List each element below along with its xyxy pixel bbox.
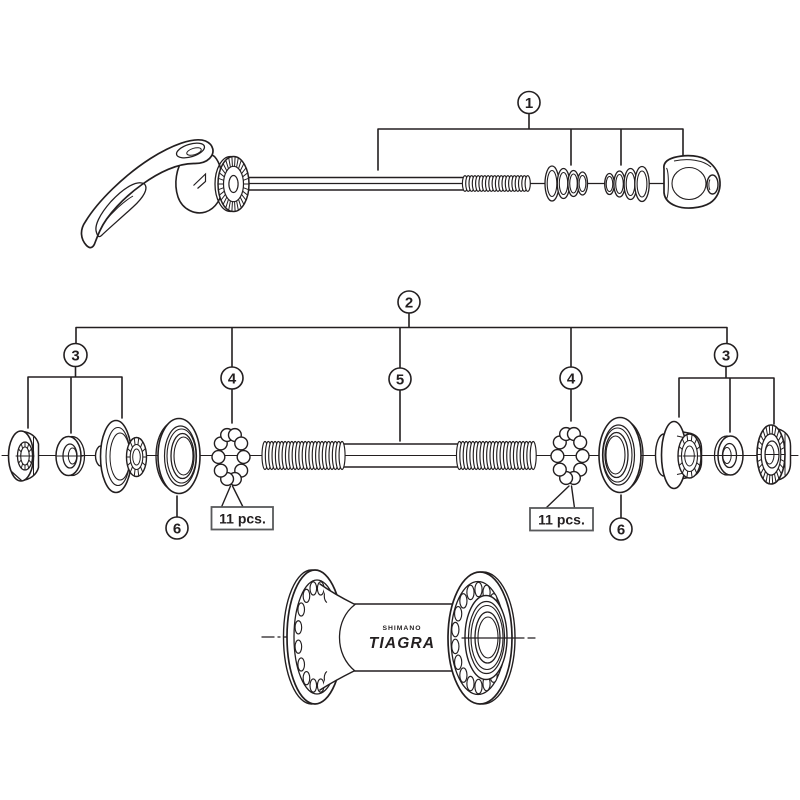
note-right: 11 pcs. [529, 485, 594, 532]
axle-shaft [341, 443, 459, 468]
callout-badges: 1 2 3 3 4 4 5 6 [63, 90, 739, 541]
washer-right [713, 435, 744, 476]
callout-lines-group-6 [176, 494, 622, 519]
callout-lines-group-1 [377, 112, 684, 171]
qr-lever-slot [95, 182, 147, 238]
qr-adjusting-nut-bore [228, 174, 239, 194]
qr-adjusting-nut-knurl [218, 157, 249, 212]
axle-assembly [1, 416, 799, 495]
callout-1: 1 [517, 90, 541, 115]
qr-end-nut-top-line [673, 159, 712, 168]
volute-spring-left [544, 165, 589, 202]
dust-cap-left-bore-inner [173, 436, 194, 476]
qr-adjusting-nut-inner-ring [222, 165, 245, 203]
callout-3-right: 3 [713, 342, 739, 368]
qr-skewer-rod [246, 176, 464, 191]
cone-left-thread-hatch [127, 438, 147, 476]
callout-4-right: 4 [559, 366, 583, 390]
hub-barrel-end-arc [338, 603, 356, 672]
qr-skewer-threads [461, 175, 531, 192]
callout-lines-group-3-left [27, 365, 123, 434]
qr-adjusting-nut [214, 155, 250, 213]
callout-1-label: 1 [525, 95, 533, 112]
callout-5-label: 5 [396, 371, 404, 388]
dust-cap-right-bore-inner [605, 435, 626, 475]
note-left-text: 11 pcs. [219, 511, 266, 527]
callout-4-left: 4 [220, 366, 244, 390]
callout-lines-group-2 [75, 312, 728, 442]
dust-cap-left-ring2 [166, 428, 197, 484]
locknut-right [756, 424, 792, 485]
hub-brand-text: SHIMANO [382, 625, 421, 632]
callout-3-left: 3 [63, 342, 88, 368]
qr-end-nut-face-contour [671, 166, 707, 201]
callout-5: 5 [388, 367, 412, 391]
axle-threads-left [261, 440, 346, 471]
callout-6-left-label: 6 [173, 520, 181, 537]
note-right-text: 11 pcs. [538, 512, 585, 528]
ball-retainer-right [550, 426, 590, 486]
locknut-right-knurl [757, 425, 785, 483]
dust-cap-right-bore [604, 431, 629, 479]
hub-shell: SHIMANO TIAGRA [261, 569, 536, 705]
locknut-left-chamfer [11, 471, 22, 481]
volute-spring-right [604, 165, 650, 203]
washer-left [55, 435, 86, 477]
note-left-box [210, 506, 274, 531]
callout-2: 2 [397, 290, 421, 314]
callout-6-right: 6 [609, 517, 633, 541]
cone-left-bore-inner [132, 448, 141, 466]
cone-right-thread-hatch [678, 435, 701, 478]
note-right-box [529, 507, 594, 532]
qr-lever [80, 139, 224, 249]
note-left: 11 pcs. [210, 485, 274, 531]
callout-6-right-label: 6 [617, 521, 625, 538]
dust-cap-right [598, 416, 644, 494]
qr-lever-head-oval-inner [186, 147, 202, 156]
qr-lever-head-oval [175, 142, 206, 159]
callout-3-left-label: 3 [71, 347, 79, 364]
note-right-leader [545, 485, 576, 509]
callout-4-right-label: 4 [567, 370, 576, 387]
cone-left [94, 419, 148, 494]
hub-model-text: TIAGRA [369, 635, 436, 652]
note-left-leader [220, 485, 244, 508]
dust-cap-left-bore [170, 432, 195, 480]
axle-threads-right [455, 440, 537, 471]
qr-lever-slot-detail [103, 195, 134, 223]
hub-barrel-edges [319, 583, 456, 691]
callout-6-left: 6 [165, 516, 189, 540]
dust-cap-left [155, 417, 201, 495]
qr-end-nut [663, 154, 721, 209]
hub-barrel-fill [322, 585, 455, 689]
callout-2-label: 2 [405, 294, 413, 311]
cone-right [654, 420, 703, 490]
qr-cam-notch [193, 172, 207, 189]
cone-left-bore-mid [129, 443, 144, 471]
quick-release-assembly [80, 139, 721, 249]
callout-3-right-label: 3 [722, 347, 730, 364]
callout-lines-group-4 [231, 388, 572, 424]
ball-retainer-left [211, 427, 251, 487]
dust-cap-right-ring2 [602, 427, 633, 483]
locknut-left [7, 430, 40, 482]
qr-end-nut-left-face [666, 167, 669, 200]
callout-4-left-label: 4 [228, 370, 237, 387]
hub-barrel: SHIMANO TIAGRA [319, 583, 456, 691]
callout-lines-group-3-right [678, 365, 775, 433]
qr-end-nut-bore-arc [708, 179, 711, 191]
